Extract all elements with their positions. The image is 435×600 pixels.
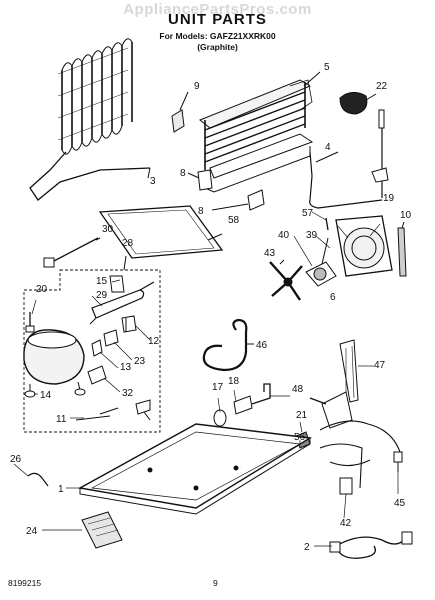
callout-6: 6: [330, 292, 336, 303]
power-cord-drawing: [329, 531, 413, 559]
compressor-group-outline: [23, 269, 161, 433]
callout-19: 19: [383, 193, 395, 204]
brackets-drawing: [98, 169, 265, 259]
callout-39: 39: [306, 230, 318, 241]
callout-32: 32: [122, 388, 134, 399]
fan-assembly-drawing: [269, 215, 393, 301]
leader-line: [147, 167, 151, 179]
callout-15: 15: [96, 276, 108, 287]
part-9-drawing: [171, 91, 189, 133]
callout-28: 28: [122, 238, 134, 249]
callout-7: 8: [180, 168, 186, 179]
callout-47: 47: [374, 360, 386, 371]
callout-4: 4: [325, 142, 331, 153]
callout-labels: 9 5 22 4 3 8 19 8 58 57 10 30 40 39 28 4…: [10, 62, 412, 553]
callout-42: 42: [340, 518, 352, 529]
callout-3: 3: [150, 176, 156, 187]
document-number: 8199215: [8, 578, 42, 588]
callout-12: 12: [148, 336, 160, 347]
wire-harness-drawing: [319, 420, 403, 495]
callout-18: 18: [228, 376, 240, 387]
variant-line: (Graphite): [197, 42, 238, 52]
watermark: AppliancePartsPros.com: [123, 1, 312, 18]
compressor-group-drawing: [23, 255, 155, 421]
callout-22: 22: [376, 81, 388, 92]
callout-5: 5: [324, 62, 330, 73]
page-title: UNIT PARTS: [168, 11, 267, 28]
callout-17: 17: [212, 382, 224, 393]
plug-30-drawing: [43, 237, 101, 268]
callout-57: 57: [302, 208, 314, 219]
callout-13: 13: [120, 362, 132, 373]
callout-40: 40: [278, 230, 290, 241]
callout-1: 1: [58, 484, 64, 495]
part-10-drawing: [397, 221, 407, 277]
callout-43: 43: [264, 248, 276, 259]
part-26-drawing: [27, 472, 49, 487]
tubing-group-drawing: [202, 318, 271, 427]
callout-24: 24: [26, 526, 38, 537]
callout-10: 10: [400, 210, 412, 221]
base-frame-drawing: [77, 423, 313, 515]
condenser-coil-drawing: [29, 38, 151, 201]
callout-56: 56: [294, 432, 306, 443]
callout-23: 23: [134, 356, 146, 367]
page-number: 9: [213, 578, 218, 588]
callout-46: 46: [256, 340, 268, 351]
callout-26: 26: [10, 454, 22, 465]
callout-9: 9: [194, 81, 200, 92]
callout-21: 21: [296, 410, 308, 421]
callout-48: 48: [292, 384, 304, 395]
callout-20: 20: [36, 284, 48, 295]
callout-8: 8: [198, 206, 204, 217]
evaporator-drawing: [199, 71, 321, 193]
drier-tube-drawing: [309, 92, 389, 209]
callout-29: 29: [96, 290, 108, 301]
leader-lines: [13, 211, 399, 547]
callout-58: 58: [228, 215, 240, 226]
callout-30: 30: [102, 224, 114, 235]
callout-11: 11: [56, 414, 67, 425]
callout-45: 45: [394, 498, 406, 509]
tube-assembly-47-drawing: [309, 339, 359, 429]
callout-2: 2: [304, 542, 310, 553]
label-24-drawing: [81, 511, 123, 549]
callout-14: 14: [40, 390, 52, 401]
models-line: For Models: GAFZ21XXRK00: [159, 31, 276, 41]
